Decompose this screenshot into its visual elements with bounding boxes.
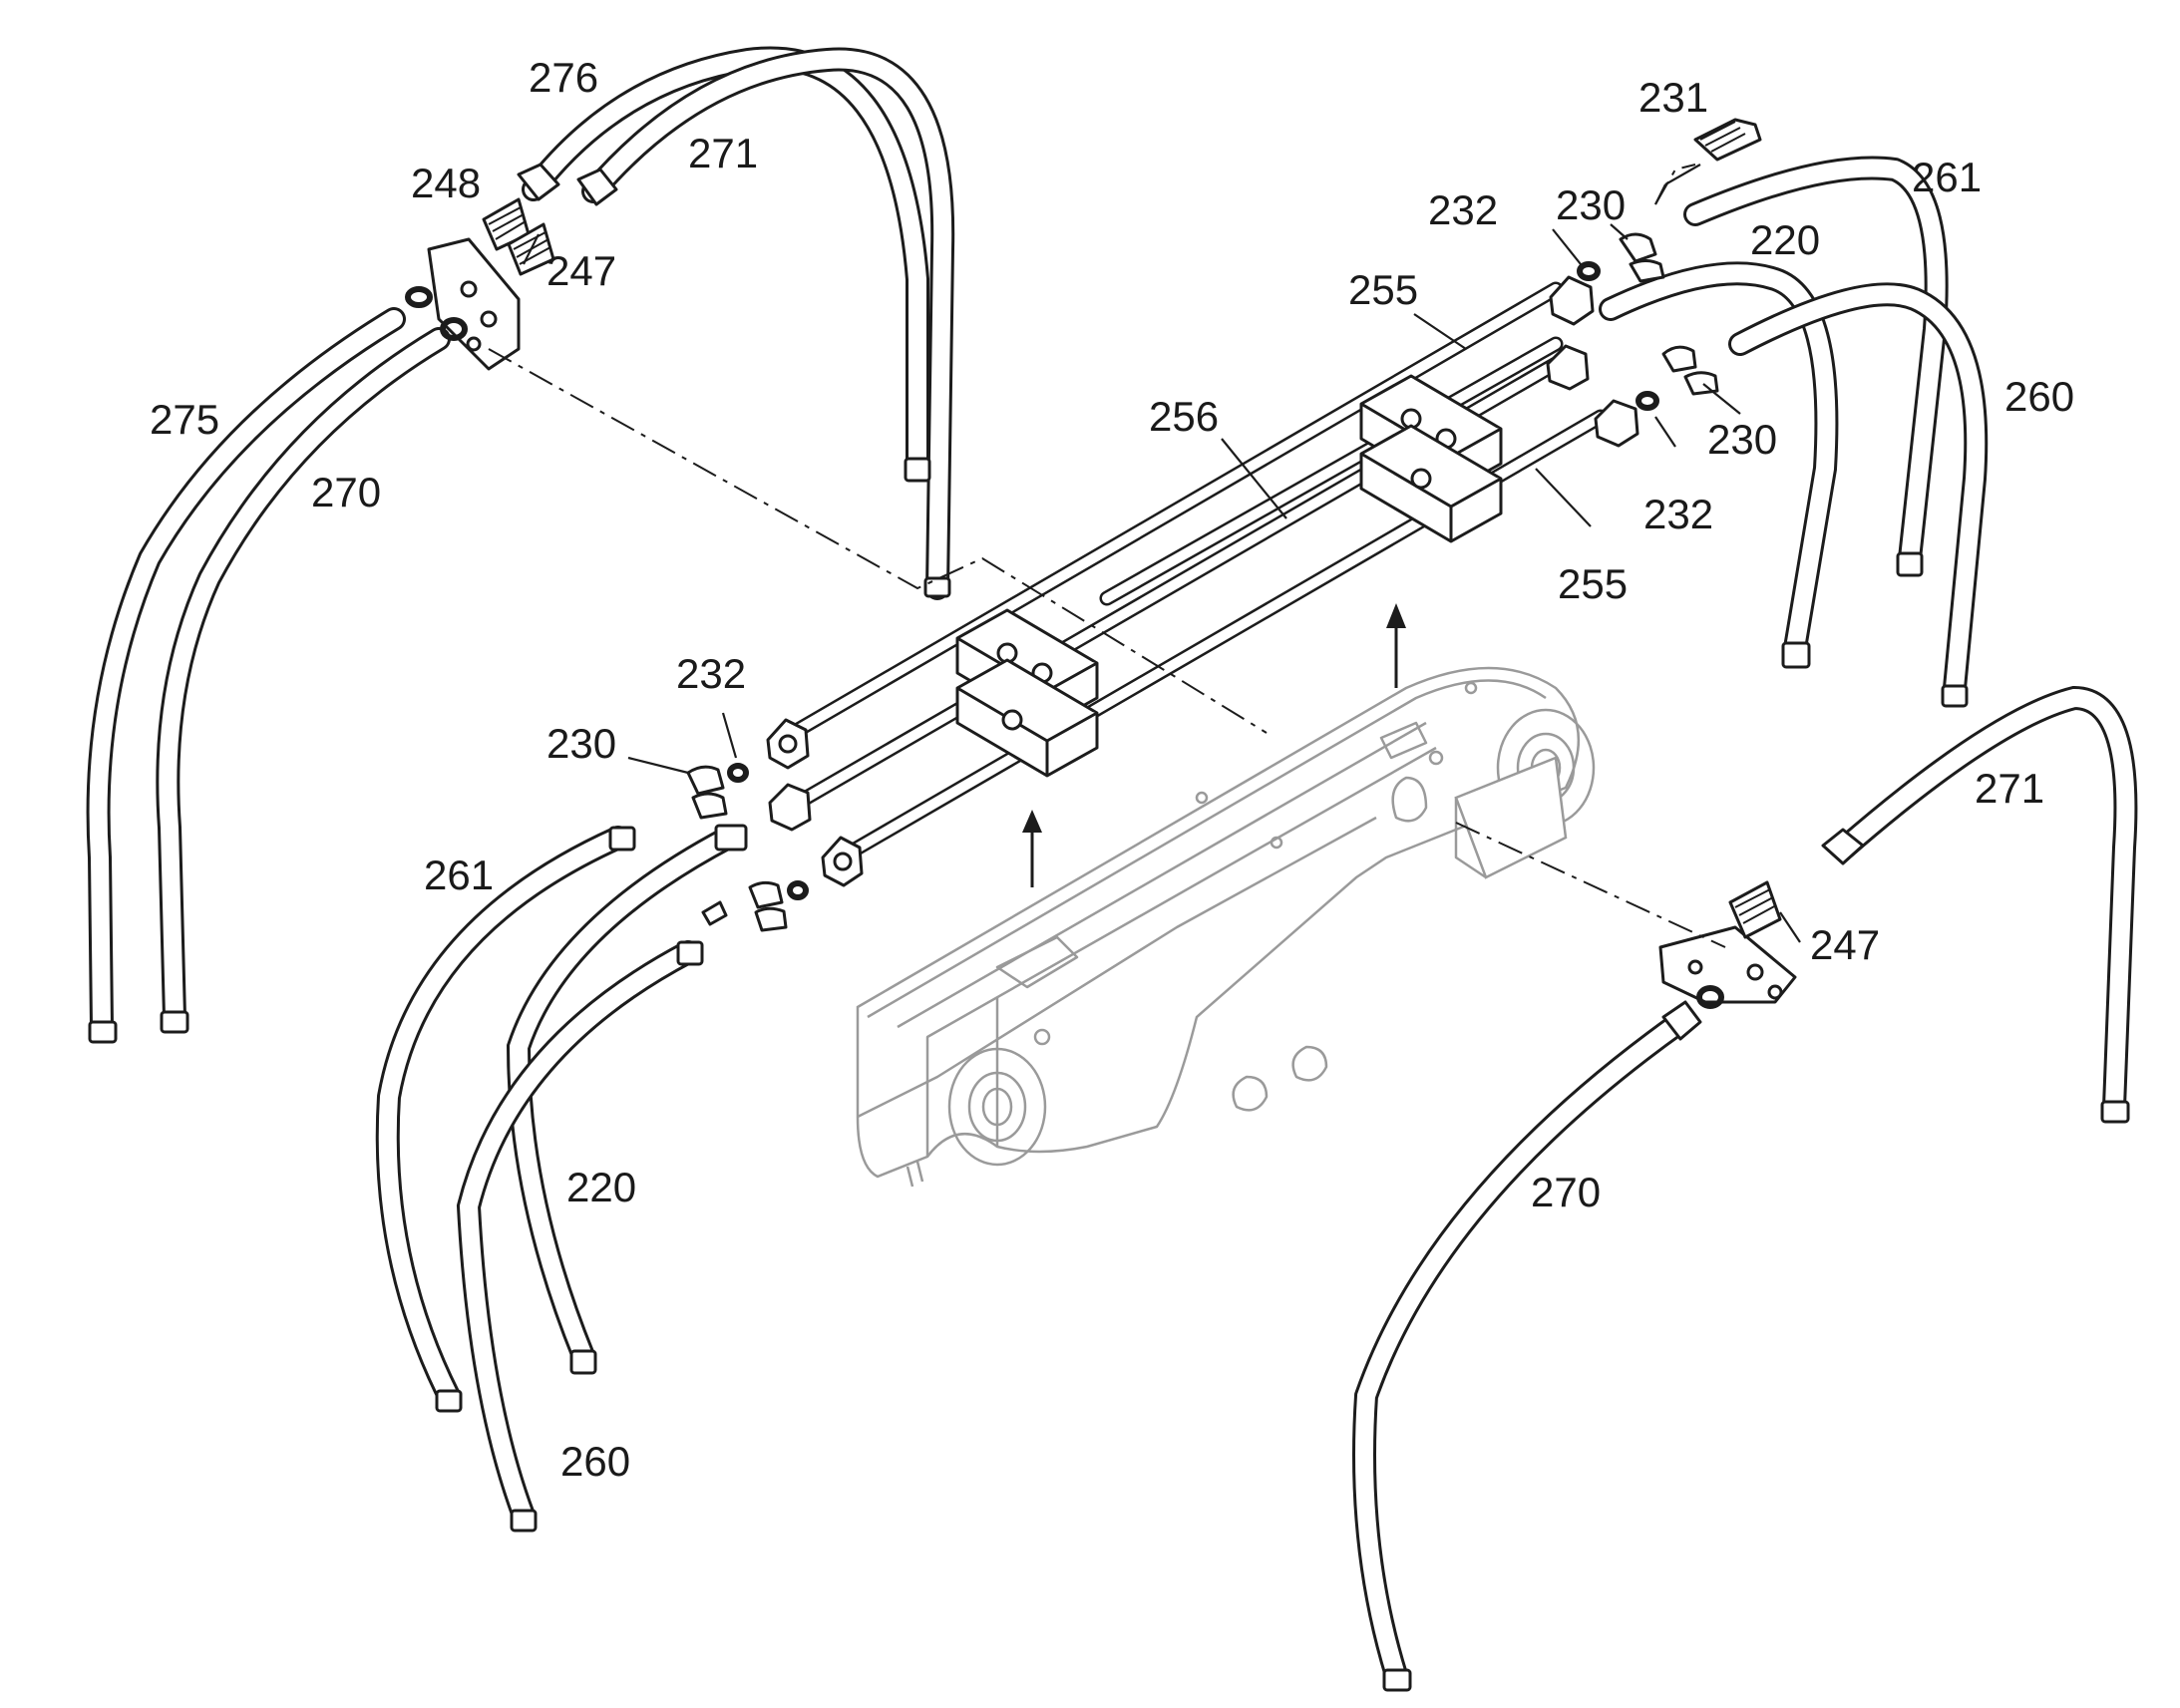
split-flange-230-left [686, 765, 728, 820]
callout-232-left: 232 [676, 650, 746, 697]
pipe-end-left-mid [768, 783, 812, 832]
hose-220-right [1599, 261, 1839, 660]
callout-260-left: 260 [560, 1438, 630, 1485]
hose-261-left [375, 826, 630, 1408]
callout-256: 256 [1149, 393, 1219, 440]
callout-232-top: 232 [1428, 186, 1498, 233]
callout-247-left: 247 [546, 247, 616, 294]
split-flange-230-top [1619, 232, 1665, 283]
hose-260-right [1728, 282, 1989, 700]
callout-247-right: 247 [1810, 921, 1880, 968]
pipe-255-upper [780, 281, 1564, 744]
callout-270-left: 270 [311, 469, 381, 515]
arrow-up-left [1022, 810, 1042, 887]
adapter-247-right [1728, 880, 1782, 939]
bracket-left [427, 237, 521, 371]
bracket-right [1658, 925, 1797, 1004]
hose-270-right [1352, 1010, 1692, 1687]
hose-275 [86, 307, 406, 1039]
hose-261-right [1683, 156, 1949, 570]
o-ring-232-right [1635, 391, 1659, 411]
hose-220-left [506, 826, 740, 1368]
callout-255-top: 255 [1348, 266, 1418, 313]
hose-271-right [1833, 685, 2138, 1119]
callout-232-right: 232 [1643, 491, 1713, 537]
o-ring-left-1 [405, 286, 433, 308]
callout-276-top: 276 [529, 54, 598, 101]
callout-261-left: 261 [424, 852, 494, 898]
pipe-end-right-top [1549, 275, 1595, 326]
callout-230-right: 230 [1707, 416, 1777, 463]
hose-276 [522, 46, 929, 481]
boom-arm-ghost [856, 666, 1596, 1188]
hose-270-left [156, 327, 451, 1029]
arrow-up-right [1386, 603, 1406, 688]
clamp-block-right [1359, 374, 1503, 543]
leader-lines [523, 164, 1801, 943]
hoses [86, 46, 2138, 1692]
callout-260-right: 260 [2004, 373, 2074, 420]
small-bolt [701, 900, 728, 926]
callout-261-right: 261 [1912, 154, 1982, 200]
callout-220-left: 220 [566, 1164, 636, 1210]
callout-230-left: 230 [546, 720, 616, 767]
o-ring-right [1696, 985, 1724, 1009]
split-flange-230-lower [748, 880, 788, 932]
callout-271-right: 271 [1975, 765, 2044, 812]
o-ring-lower-left [787, 880, 809, 900]
callout-230-top: 230 [1556, 181, 1626, 228]
pipe-end-left-top [766, 718, 810, 770]
adapter-248 [482, 197, 531, 251]
hose-260-left [456, 940, 700, 1528]
bolt-231 [1693, 118, 1762, 162]
clamp-block-left [955, 608, 1099, 778]
pipe-end-right-bottom [1594, 399, 1639, 448]
callout-231: 231 [1638, 74, 1708, 121]
split-flange-230-right [1661, 345, 1719, 396]
tube-assembly [766, 275, 1639, 887]
o-ring-232-left [727, 763, 749, 783]
callout-255-bottom: 255 [1558, 560, 1628, 607]
callout-270-right: 270 [1531, 1169, 1601, 1215]
o-ring-232-top [1577, 261, 1601, 281]
callout-275: 275 [150, 396, 219, 443]
callout-248: 248 [411, 160, 481, 206]
hose-271-upper [581, 47, 955, 600]
pipe-end-left-bottom [821, 836, 864, 887]
o-ring-left-2 [440, 317, 468, 341]
callouts: 276 271 248 247 275 270 231 232 230 261 … [150, 54, 2074, 1485]
callout-220-right: 220 [1750, 216, 1820, 263]
callout-271-top: 271 [688, 130, 758, 176]
pipe-end-right-mid [1546, 344, 1590, 391]
